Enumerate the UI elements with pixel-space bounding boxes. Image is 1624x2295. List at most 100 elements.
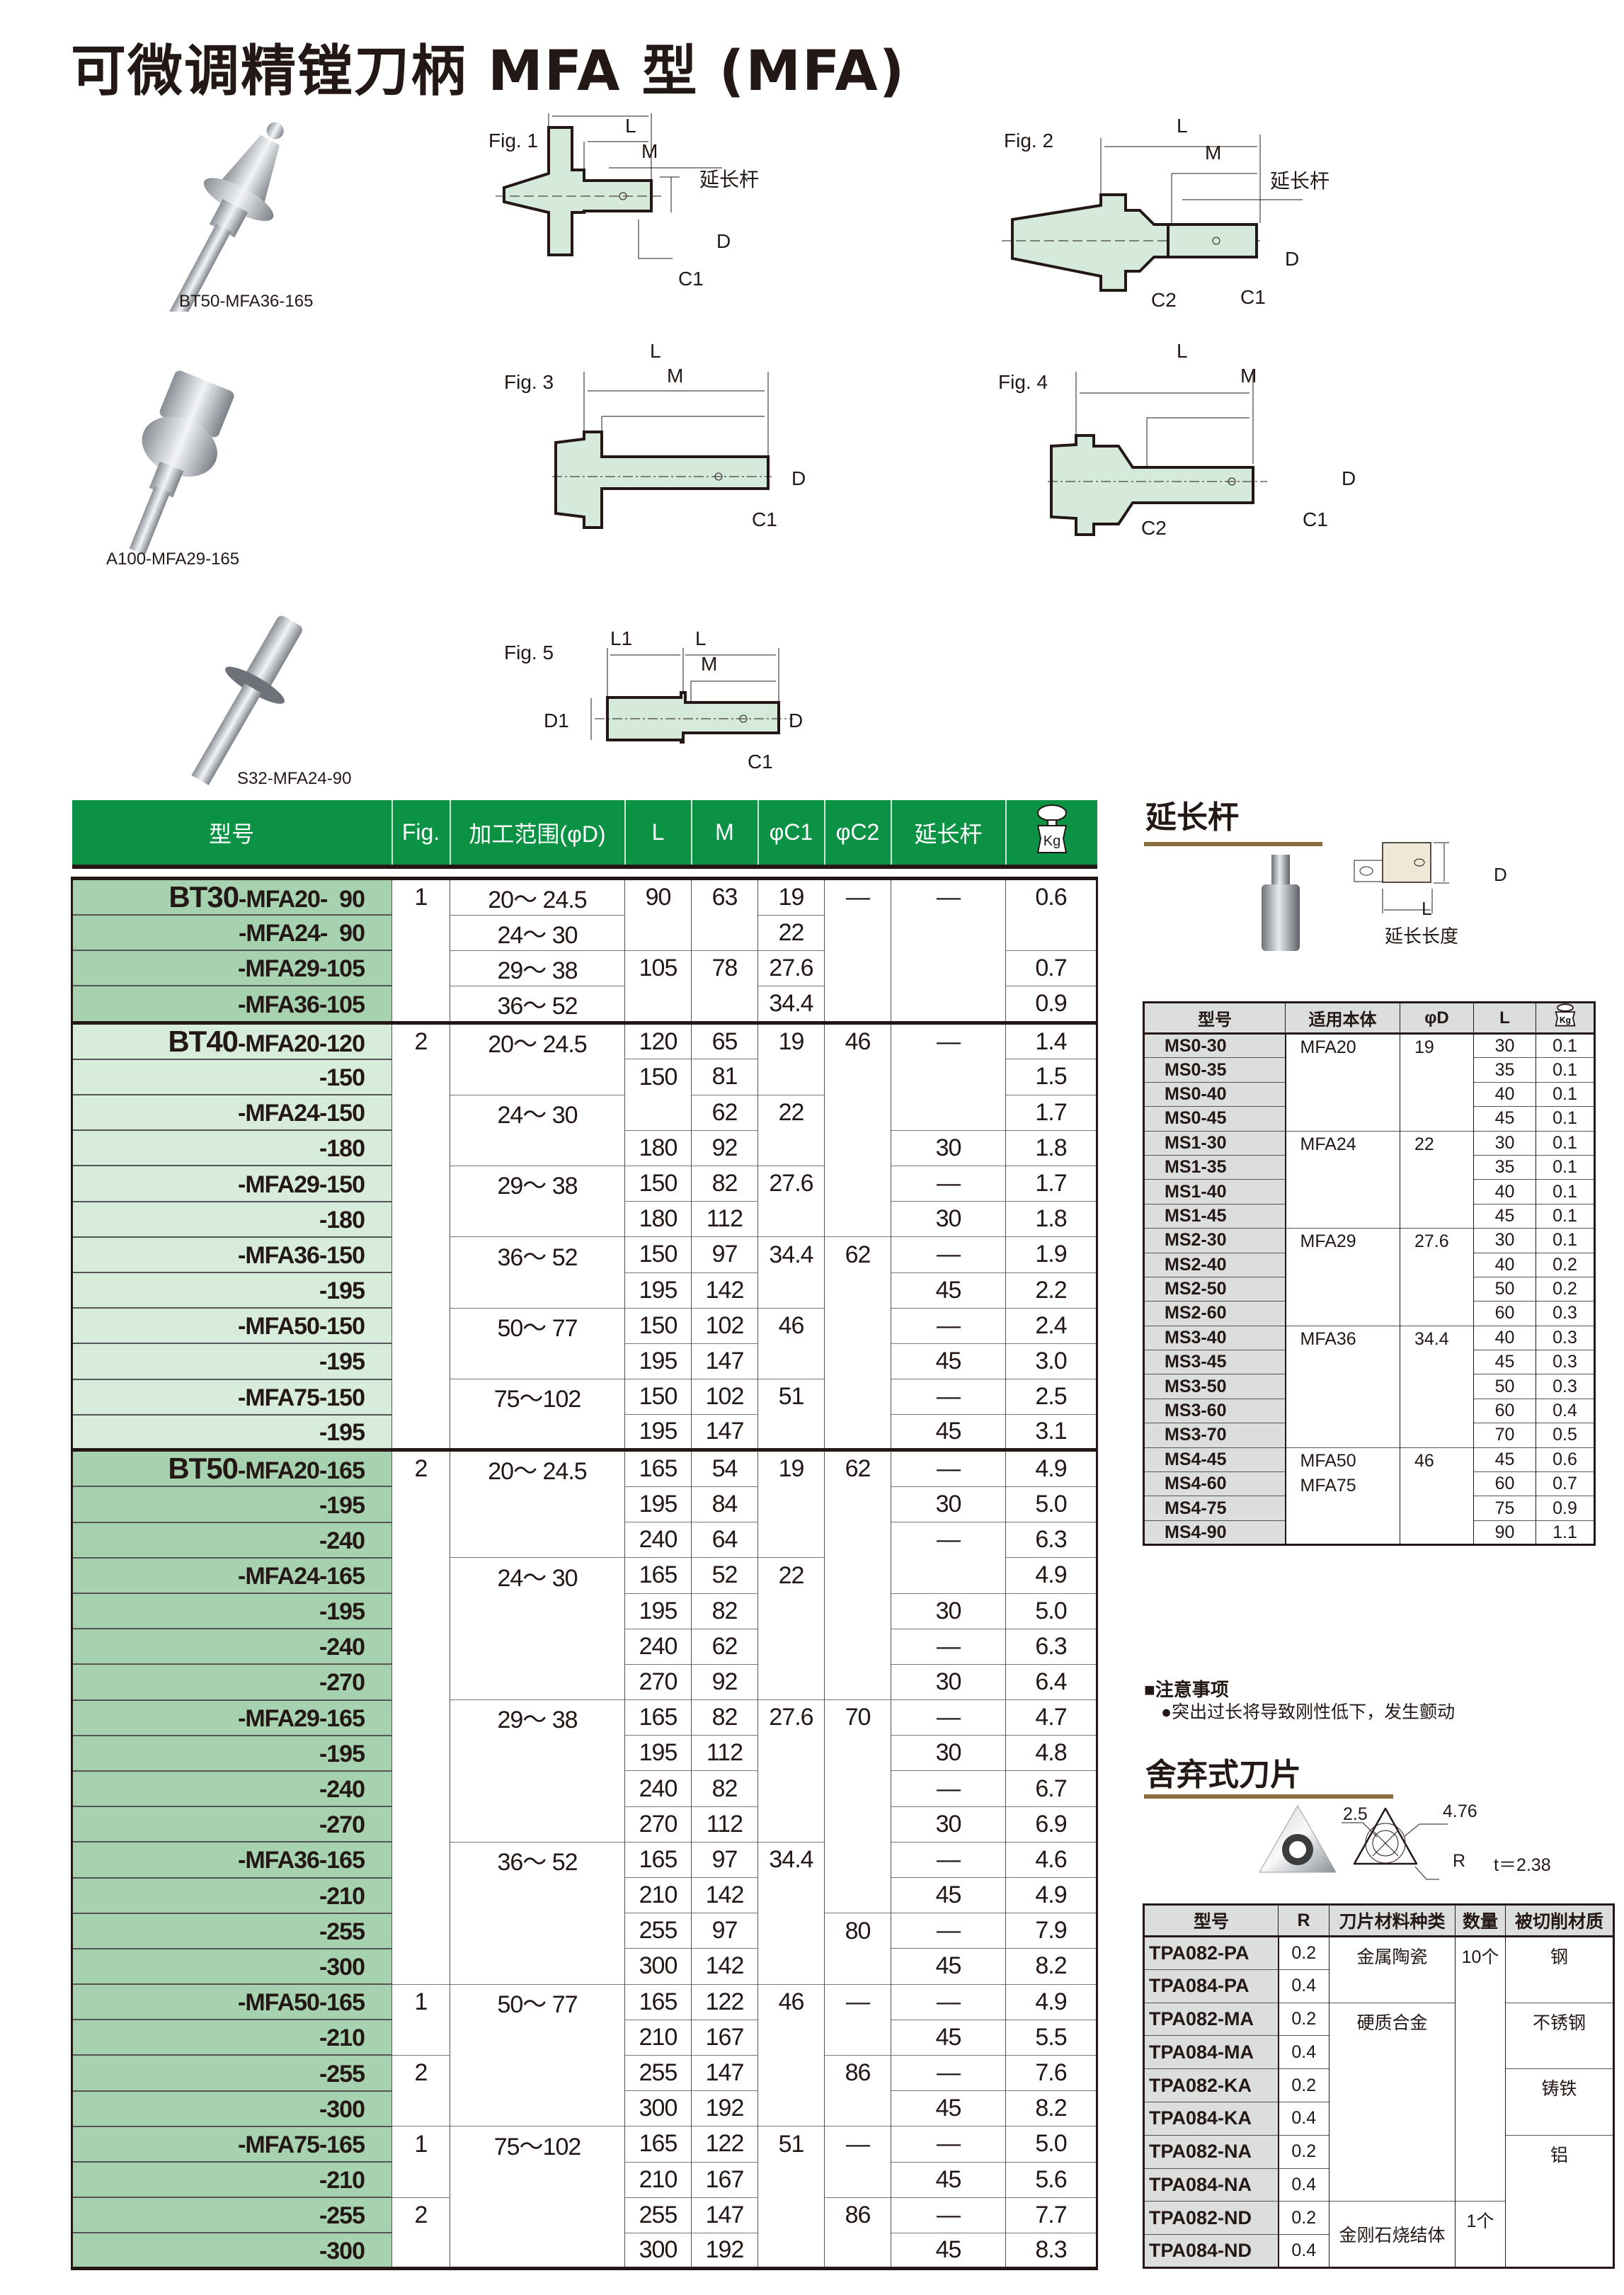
weight-cell: 0.7 (1005, 950, 1098, 986)
model-suffix: -240 (319, 1776, 365, 1804)
fig-cell (391, 2020, 450, 2056)
fig2-C1-label: C1 (1240, 286, 1266, 308)
model-suffix: -MFA24-165 (238, 1562, 365, 1590)
model-suffix: -195 (319, 1740, 365, 1767)
L-cell: 240 (624, 1522, 692, 1558)
C1-cell: 46 (757, 1983, 825, 2020)
ext-model-cell: MS1-40 (1143, 1179, 1286, 1205)
C1-cell (757, 2055, 825, 2091)
C1-cell (757, 1414, 825, 1450)
ext-L-cell: 70 (1473, 1423, 1536, 1448)
fig5-M-label: M (701, 653, 718, 675)
C2-cell (824, 1095, 891, 1131)
fig-cell (391, 1343, 450, 1379)
insert-thickness: t＝2.38 (1494, 1855, 1551, 1875)
s32-holder-photo (191, 615, 302, 785)
fig-cell (391, 986, 450, 1023)
photo-caption-1: BT50-MFA36-165 (179, 292, 314, 311)
range-cell (450, 2020, 625, 2056)
L-cell (624, 986, 692, 1023)
C2-cell (824, 1948, 891, 1985)
insert-diagram (1342, 1807, 1448, 1880)
ins-material-cell: 金属陶瓷 (1329, 1936, 1456, 2003)
model-cell: -240 (71, 1521, 392, 1558)
range-cell (450, 1806, 625, 1843)
fig5-label: Fig. 5 (504, 642, 554, 664)
extension-D-label: D (1494, 864, 1507, 885)
model-cell: -210 (71, 1877, 392, 1913)
ext-L-cell: 60 (1473, 1301, 1536, 1326)
C2-cell: 80 (824, 1913, 891, 1949)
ext-cell: — (891, 2197, 1006, 2233)
ins-R-cell: 0.2 (1278, 2134, 1329, 2169)
ext-model-cell: MS2-50 (1143, 1276, 1286, 1302)
C2-cell (824, 1522, 891, 1558)
M-cell: 142 (691, 1948, 758, 1985)
weight-cell: 3.1 (1005, 1414, 1098, 1450)
ext-D-cell: 34.4 (1400, 1325, 1474, 1448)
C2-cell: — (824, 2126, 891, 2162)
M-cell: 147 (691, 1343, 758, 1379)
ext-cell (891, 915, 1006, 951)
ins-model-cell: TPA082-MA (1143, 2002, 1279, 2036)
model-suffix: -240 (319, 1634, 365, 1661)
model-suffix: -MFA36-165 (238, 1847, 365, 1874)
M-cell: 78 (691, 950, 758, 986)
fig-cell: 2 (391, 2054, 450, 2091)
ext-body-label: MFA24 (1300, 1134, 1356, 1154)
fig-cell (391, 1166, 450, 1202)
ext-L-cell: 60 (1473, 1398, 1536, 1423)
M-cell: 84 (691, 1486, 758, 1522)
weight-cell: 8.2 (1005, 1948, 1098, 1985)
ext-L-cell: 30 (1473, 1032, 1536, 1058)
C1-cell: 34.4 (757, 1841, 825, 1878)
weight-cell: 7.9 (1005, 1913, 1098, 1949)
weight-cell: 1.7 (1005, 1094, 1098, 1131)
M-cell: 147 (691, 1414, 758, 1450)
ins-col-R: R (1278, 1904, 1329, 1937)
M-cell: 102 (691, 1379, 758, 1415)
C1-cell (757, 1913, 825, 1949)
mfa-spec-table: 型号 Fig. 加工范围(φD) L M φC1 φC2 延长杆 Kg BT30… (71, 800, 1098, 2271)
L-cell: 255 (624, 2197, 692, 2233)
fig5-D-label: D (789, 710, 804, 731)
range-cell (450, 1735, 625, 1771)
bt50-holder-photo (166, 122, 284, 312)
model-cell: -195 (71, 1271, 392, 1309)
M-cell: 92 (691, 1129, 758, 1166)
weight-cell: 3.0 (1005, 1343, 1098, 1379)
L-cell: 195 (624, 1593, 692, 1629)
ext-cell (891, 1095, 1006, 1131)
ext-model-cell: MS3-60 (1143, 1398, 1286, 1423)
L-cell: 105 (624, 950, 692, 986)
ext-kg-cell: 0.1 (1536, 1130, 1595, 1156)
weight-cell: 1.4 (1005, 1020, 1098, 1059)
model-suffix: -255 (319, 2202, 365, 2230)
insert-R-label: R (1453, 1851, 1466, 1871)
ext-kg-cell: 0.9 (1536, 1496, 1595, 1521)
M-cell: 64 (691, 1522, 758, 1558)
col-fig: Fig. (391, 800, 450, 869)
C2-cell (824, 1272, 891, 1309)
L-cell: 165 (624, 1699, 692, 1736)
ext-kg-cell: 0.4 (1536, 1398, 1595, 1423)
C2-cell (824, 1414, 891, 1450)
range-cell: 24～ 30 (450, 1094, 625, 1131)
L-cell: 270 (624, 1806, 692, 1843)
model-suffix: -MFA36-150 (238, 1241, 365, 1269)
ext-L-cell: 40 (1473, 1179, 1536, 1205)
